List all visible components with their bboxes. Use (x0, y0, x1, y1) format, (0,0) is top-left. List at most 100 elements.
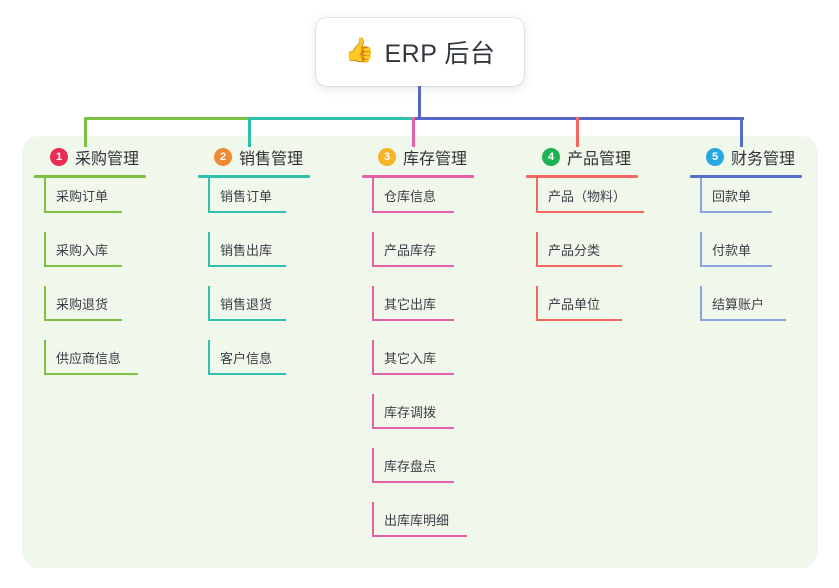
list-item[interactable]: 产品（物料） (526, 178, 644, 232)
list-item[interactable]: 采购订单 (34, 178, 146, 232)
bus-segment-teal (248, 117, 414, 120)
root-node-label: ERP 后台 (384, 40, 496, 68)
list-item[interactable]: 付款单 (690, 232, 802, 286)
root-stem-line (418, 86, 421, 119)
drop-line-col-1 (84, 117, 87, 147)
list-item[interactable]: 销售出库 (198, 232, 310, 286)
branch-items-purchasing: 采购订单 采购入库 采购退货 供应商信息 (34, 178, 146, 394)
leaf-spine (372, 340, 374, 375)
branch-rule-inventory (362, 175, 474, 178)
branch-badge-4: 4 (542, 148, 560, 166)
leaf-rule (44, 211, 122, 213)
list-item[interactable]: 其它入库 (362, 340, 474, 394)
list-item[interactable]: 库存调拨 (362, 394, 474, 448)
branch-header-inventory[interactable]: 3 库存管理 (362, 145, 474, 169)
list-item[interactable]: 结算账户 (690, 286, 802, 340)
branch-column-inventory: 3 库存管理 仓库信息 产品库存 其它出库 其它入库 (362, 145, 474, 556)
leaf-spine (700, 178, 702, 213)
leaf-spine (372, 502, 374, 537)
list-item[interactable]: 出库库明细 (362, 502, 474, 556)
leaf-label: 产品库存 (384, 243, 437, 258)
thumbs-up-icon: 👍 (344, 37, 375, 64)
leaf-label: 采购退货 (56, 297, 109, 312)
leaf-label: 销售订单 (220, 189, 273, 204)
leaf-label: 客户信息 (220, 351, 273, 366)
list-item[interactable]: 产品单位 (526, 286, 638, 340)
branch-header-sales[interactable]: 2 销售管理 (198, 145, 310, 169)
leaf-spine (208, 178, 210, 213)
branch-badge-3: 3 (378, 148, 396, 166)
list-item[interactable]: 回款单 (690, 178, 802, 232)
leaf-label: 付款单 (712, 243, 752, 258)
leaf-rule (372, 265, 454, 267)
list-item[interactable]: 库存盘点 (362, 448, 474, 502)
list-item[interactable]: 销售退货 (198, 286, 310, 340)
leaf-spine (536, 232, 538, 267)
leaf-label: 供应商信息 (56, 351, 122, 366)
leaf-rule (372, 481, 454, 483)
drop-line-col-2 (248, 117, 251, 147)
leaf-rule (372, 535, 467, 537)
leaf-spine (536, 178, 538, 213)
leaf-spine (700, 232, 702, 267)
leaf-label: 产品单位 (548, 297, 601, 312)
leaf-label: 出库库明细 (384, 513, 450, 528)
leaf-rule (372, 427, 454, 429)
list-item[interactable]: 仓库信息 (362, 178, 474, 232)
branch-header-purchasing[interactable]: 1 采购管理 (34, 145, 146, 169)
branch-header-finance[interactable]: 5 财务管理 (690, 145, 802, 169)
branch-title-product: 产品管理 (567, 151, 632, 168)
branch-column-purchasing: 1 采购管理 采购订单 采购入库 采购退货 供应商信息 (34, 145, 146, 394)
leaf-label: 库存调拨 (384, 405, 437, 420)
list-item[interactable]: 客户信息 (198, 340, 310, 394)
branch-items-finance: 回款单 付款单 结算账户 (690, 178, 802, 340)
leaf-spine (208, 340, 210, 375)
leaf-label: 回款单 (712, 189, 752, 204)
list-item[interactable]: 销售订单 (198, 178, 310, 232)
branch-rule-product (526, 175, 638, 178)
leaf-label: 产品分类 (548, 243, 601, 258)
list-item[interactable]: 产品分类 (526, 232, 638, 286)
list-item[interactable]: 采购退货 (34, 286, 146, 340)
list-item[interactable]: 产品库存 (362, 232, 474, 286)
diagram-background-panel (22, 136, 818, 568)
leaf-spine (44, 232, 46, 267)
branch-badge-2: 2 (214, 148, 232, 166)
leaf-rule (44, 319, 122, 321)
leaf-rule (536, 265, 622, 267)
branch-header-product[interactable]: 4 产品管理 (526, 145, 638, 169)
leaf-rule (700, 211, 772, 213)
leaf-label: 结算账户 (712, 297, 765, 312)
leaf-rule (700, 265, 772, 267)
leaf-label: 其它入库 (384, 351, 437, 366)
list-item[interactable]: 其它出库 (362, 286, 474, 340)
leaf-rule (208, 265, 286, 267)
leaf-rule (536, 319, 622, 321)
bus-segment-green (84, 117, 250, 120)
branch-column-finance: 5 财务管理 回款单 付款单 结算账户 (690, 145, 802, 340)
drop-line-col-4 (576, 117, 579, 147)
leaf-spine (44, 340, 46, 375)
drop-line-col-5 (740, 117, 743, 147)
branch-title-inventory: 库存管理 (403, 151, 468, 168)
leaf-label: 采购入库 (56, 243, 109, 258)
branch-rule-sales (198, 175, 310, 178)
branch-badge-5: 5 (706, 148, 724, 166)
leaf-spine (44, 286, 46, 321)
list-item[interactable]: 供应商信息 (34, 340, 146, 394)
branch-column-sales: 2 销售管理 销售订单 销售出库 销售退货 客户信息 (198, 145, 310, 394)
list-item[interactable]: 采购入库 (34, 232, 146, 286)
leaf-label: 销售退货 (220, 297, 273, 312)
branch-items-inventory: 仓库信息 产品库存 其它出库 其它入库 库存调拨 (362, 178, 474, 556)
leaf-spine (208, 286, 210, 321)
leaf-rule (536, 211, 644, 213)
leaf-rule (208, 319, 286, 321)
leaf-label: 仓库信息 (384, 189, 437, 204)
leaf-spine (700, 286, 702, 321)
leaf-spine (372, 448, 374, 483)
leaf-label: 其它出库 (384, 297, 437, 312)
branch-rule-purchasing (34, 175, 146, 178)
root-node-erp-backend[interactable]: 👍 ERP 后台 (316, 18, 524, 86)
branch-title-finance: 财务管理 (731, 151, 796, 168)
